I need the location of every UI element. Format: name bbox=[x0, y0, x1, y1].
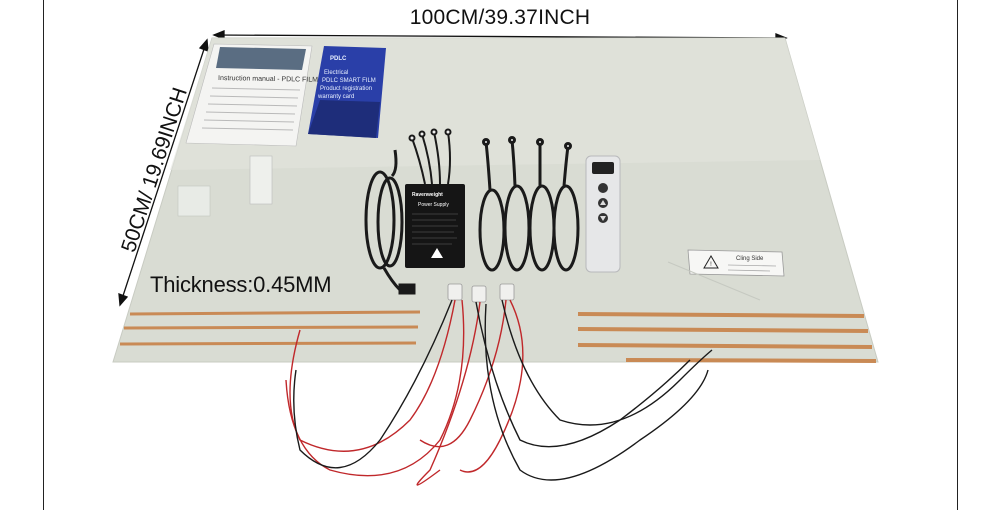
svg-text:Cling Side: Cling Side bbox=[736, 256, 764, 262]
clear-packet bbox=[177, 185, 211, 217]
svg-text:Instruction manual - PDLC FILM: Instruction manual - PDLC FILM bbox=[218, 75, 318, 84]
svg-text:Ravenweight: Ravenweight bbox=[412, 192, 443, 198]
svg-text:warranty card: warranty card bbox=[317, 94, 354, 100]
box-output-leads bbox=[408, 128, 452, 185]
red-lead-wires bbox=[285, 299, 524, 486]
height-dimension-arrow bbox=[118, 38, 209, 307]
svg-text:!: ! bbox=[710, 262, 712, 268]
width-dimension-label: 100CM/39.37INCH bbox=[409, 6, 591, 29]
cling-side-label: ! Cling Side bbox=[687, 249, 785, 277]
svg-text:Electrical: Electrical bbox=[324, 70, 348, 76]
right-copper-busbars bbox=[577, 312, 877, 363]
svg-text:PDLC: PDLC bbox=[330, 56, 347, 62]
instruction-manual: Instruction manual - PDLC FILM bbox=[185, 43, 318, 147]
clip-accessory bbox=[249, 155, 273, 205]
thickness-label: Thickness:0.45MM bbox=[150, 272, 332, 297]
svg-text:Power Supply: Power Supply bbox=[418, 202, 449, 208]
power-supply-box: Ravenweight Power Supply bbox=[405, 184, 465, 268]
connector-clips bbox=[447, 283, 515, 303]
black-lead-wires bbox=[293, 299, 713, 481]
left-border-line bbox=[43, 0, 44, 510]
right-border-line bbox=[957, 0, 958, 510]
coiled-power-cable bbox=[364, 149, 416, 295]
svg-text:Product registration: Product registration bbox=[320, 86, 372, 92]
svg-text:PDLC SMART FILM: PDLC SMART FILM bbox=[322, 78, 376, 84]
warranty-booklet: PDLC Electrical PDLC SMART FILM Product … bbox=[308, 46, 386, 138]
coiled-extension-cables bbox=[478, 136, 580, 272]
left-copper-busbars bbox=[119, 310, 421, 346]
remote-control bbox=[585, 155, 621, 273]
